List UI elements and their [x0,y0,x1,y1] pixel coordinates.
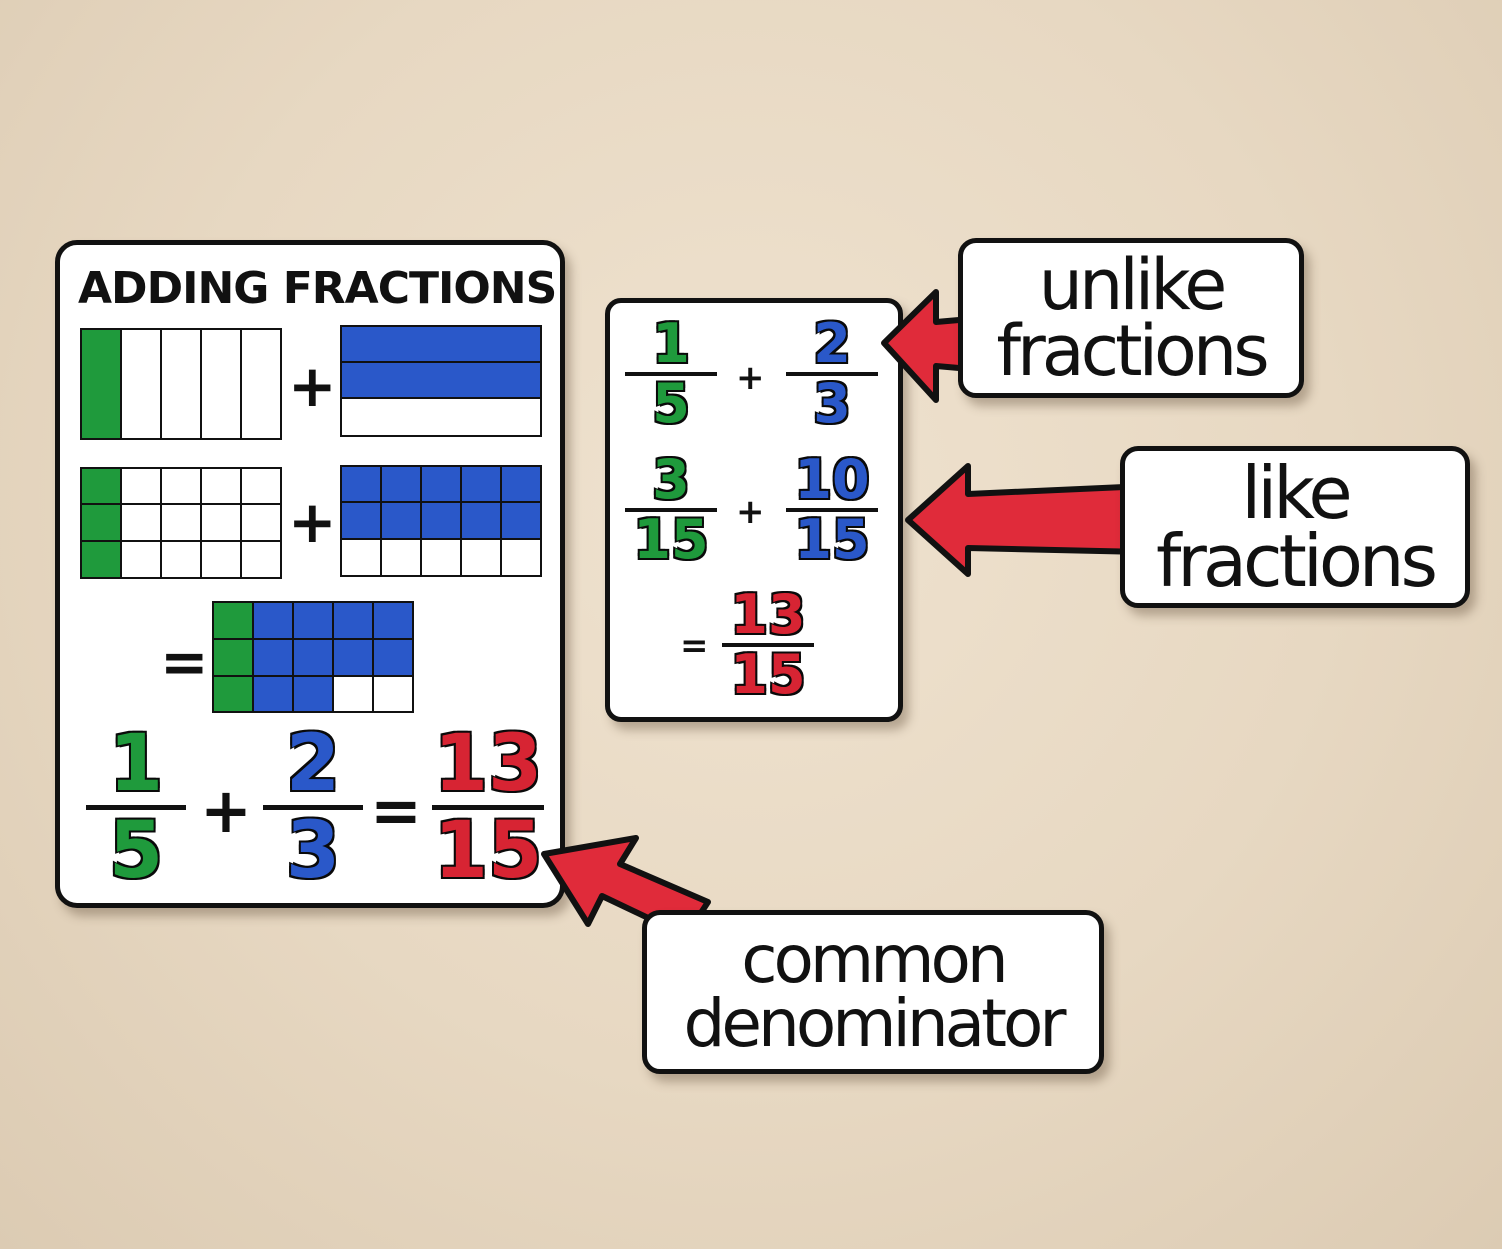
denominator: 3 [285,806,341,896]
unlike-fractions-label: unlike fractions [958,238,1304,398]
denominator: 15 [793,508,870,571]
numerator: 3 [651,448,691,511]
fraction-steps-card: 1 5 + 2 3 3 15 + 10 15 = 13 15 [605,298,903,722]
label-line-1: unlike [1038,244,1228,326]
fraction-bar [625,372,717,376]
plus-sign: + [200,774,252,847]
denominator: 15 [632,508,709,571]
denominator: 3 [812,372,852,435]
numerator: 10 [793,448,870,511]
fraction-bar [86,805,186,810]
denominator: 15 [433,806,544,896]
fraction-one-fifth: 1 5 [625,312,717,435]
equals-sign: = [370,774,422,847]
plus-sign: + [736,358,765,398]
fraction-three-fifteenths: 3 15 [625,448,717,571]
card-title: ADDING FRACTIONS [78,263,557,314]
numerator: 1 [108,719,164,809]
plus-sign: + [288,488,337,556]
label-line-1: like [1241,451,1352,535]
numerator: 1 [651,312,691,375]
thirds-model [340,325,542,437]
fraction-ten-fifteenths: 10 15 [786,448,878,571]
fraction-thirteen-fifteenths: 13 15 [722,583,814,706]
fraction-bar [786,508,878,512]
denominator: 5 [108,806,164,896]
equals-sign: = [160,628,209,696]
arrow-like-icon [905,463,1149,577]
plus-sign: + [736,492,765,532]
numerator: 13 [729,583,806,646]
fraction-thirteen-fifteenths: 13 15 [432,719,544,896]
denominator: 5 [651,372,691,435]
fraction-two-thirds: 2 3 [786,312,878,435]
common-denominator-label: common denominator [642,910,1104,1074]
fraction-bar [432,805,544,810]
fraction-one-fifth: 1 5 [86,719,186,896]
label-line-2: fractions [996,310,1269,392]
fraction-bar [722,643,814,647]
label-line-2: denominator [683,985,1066,1062]
fifteenths-model-b [340,465,542,577]
equals-sign: = [680,626,709,666]
label-line-2: fractions [1155,519,1438,603]
fifths-model [80,328,282,440]
fraction-bar [263,805,363,810]
fifteenths-model-a [80,467,282,579]
numerator: 2 [812,312,852,375]
plus-sign: + [288,352,337,420]
like-fractions-label: like fractions [1120,446,1470,608]
numerator: 2 [285,719,341,809]
fraction-bar [625,508,717,512]
adding-fractions-card: ADDING FRACTIONS + + [55,240,565,908]
numerator: 13 [433,719,544,809]
fraction-bar [786,372,878,376]
label-line-1: common [741,921,1008,998]
denominator: 15 [729,643,806,706]
fraction-two-thirds: 2 3 [263,719,363,896]
sum-model [212,601,414,713]
